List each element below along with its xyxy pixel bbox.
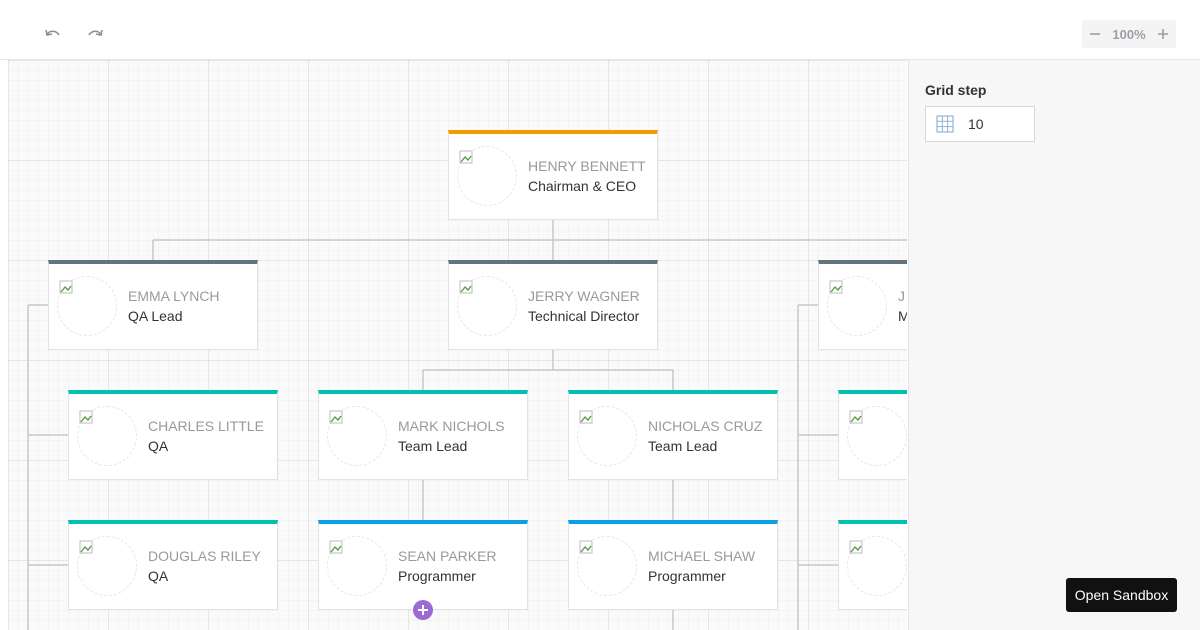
- broken-image-icon: [79, 540, 93, 554]
- card-name: MARK NICHOLS: [398, 418, 505, 434]
- org-card[interactable]: EMMA LYNCH QA Lead: [48, 260, 258, 350]
- properties-panel: Grid step: [908, 60, 1200, 630]
- open-sandbox-button[interactable]: Open Sandbox: [1066, 578, 1177, 612]
- undo-button[interactable]: [41, 22, 65, 46]
- card-role: Programmer: [398, 568, 476, 584]
- card-role: QA: [148, 438, 169, 454]
- avatar: [577, 536, 637, 596]
- card-name: J: [898, 288, 905, 304]
- card-role: Programmer: [648, 568, 726, 584]
- avatar: [847, 536, 907, 596]
- avatar: [57, 276, 117, 336]
- card-role: Technical Director: [528, 308, 640, 324]
- org-card[interactable]: NICHOLAS CRUZ Team Lead: [568, 390, 778, 480]
- card-name: DOUGLAS RILEY: [148, 548, 261, 564]
- card-name: EMMA LYNCH: [128, 288, 220, 304]
- avatar: [827, 276, 887, 336]
- plus-icon: [1158, 29, 1168, 39]
- avatar: [77, 536, 137, 596]
- avatar: [577, 406, 637, 466]
- org-card[interactable]: CHARLES LITTLE QA: [68, 390, 278, 480]
- broken-image-icon: [849, 410, 863, 424]
- card-role: M: [898, 308, 907, 324]
- grid-icon: [936, 115, 954, 133]
- card-role: Team Lead: [648, 438, 718, 454]
- avatar: [457, 276, 517, 336]
- redo-button[interactable]: [83, 22, 107, 46]
- card-role: QA: [148, 568, 169, 584]
- broken-image-icon: [459, 150, 473, 164]
- broken-image-icon: [459, 280, 473, 294]
- plus-icon: [418, 605, 428, 615]
- grid-step-label: Grid step: [925, 82, 987, 98]
- card-name: SEAN PARKER: [398, 548, 497, 564]
- zoom-out-button[interactable]: [1088, 27, 1102, 41]
- broken-image-icon: [579, 540, 593, 554]
- broken-image-icon: [329, 540, 343, 554]
- avatar: [77, 406, 137, 466]
- broken-image-icon: [59, 280, 73, 294]
- org-card[interactable]: SEAN PARKER Programmer: [318, 520, 528, 610]
- broken-image-icon: [579, 410, 593, 424]
- zoom-control: 100%: [1082, 20, 1176, 48]
- zoom-value: 100%: [1112, 26, 1146, 42]
- broken-image-icon: [79, 410, 93, 424]
- org-card[interactable]: JERRY WAGNER Technical Director: [448, 260, 658, 350]
- broken-image-icon: [849, 540, 863, 554]
- minus-icon: [1090, 33, 1100, 35]
- card-role: Team Lead: [398, 438, 468, 454]
- card-name: MICHAEL SHAW: [648, 548, 756, 564]
- card-name: NICHOLAS CRUZ: [648, 418, 763, 434]
- avatar: [457, 146, 517, 206]
- card-name: CHARLES LITTLE: [148, 418, 264, 434]
- diagram-canvas[interactable]: HENRY BENNETT Chairman & CEO EMMA LYNCH …: [8, 60, 907, 630]
- card-name: JERRY WAGNER: [528, 288, 640, 304]
- org-card[interactable]: [838, 390, 907, 480]
- zoom-in-button[interactable]: [1156, 27, 1170, 41]
- toolbar: 100%: [0, 0, 1200, 60]
- undo-icon: [45, 29, 60, 36]
- org-card[interactable]: J M: [818, 260, 907, 350]
- org-card[interactable]: [838, 520, 907, 610]
- card-role: QA Lead: [128, 308, 183, 324]
- org-card[interactable]: MARK NICHOLS Team Lead: [318, 390, 528, 480]
- org-card[interactable]: MICHAEL SHAW Programmer: [568, 520, 778, 610]
- add-child-button[interactable]: [413, 600, 433, 620]
- redo-icon: [88, 29, 103, 36]
- grid-step-field[interactable]: [925, 106, 1035, 142]
- org-card[interactable]: HENRY BENNETT Chairman & CEO: [448, 130, 658, 220]
- avatar: [327, 406, 387, 466]
- card-role: Chairman & CEO: [528, 178, 637, 194]
- broken-image-icon: [329, 410, 343, 424]
- card-name: HENRY BENNETT: [528, 158, 646, 174]
- connectors: [27, 219, 907, 630]
- broken-image-icon: [829, 280, 843, 294]
- avatar: [847, 406, 907, 466]
- org-card[interactable]: DOUGLAS RILEY QA: [68, 520, 278, 610]
- avatar: [327, 536, 387, 596]
- grid-step-input[interactable]: [966, 115, 1030, 133]
